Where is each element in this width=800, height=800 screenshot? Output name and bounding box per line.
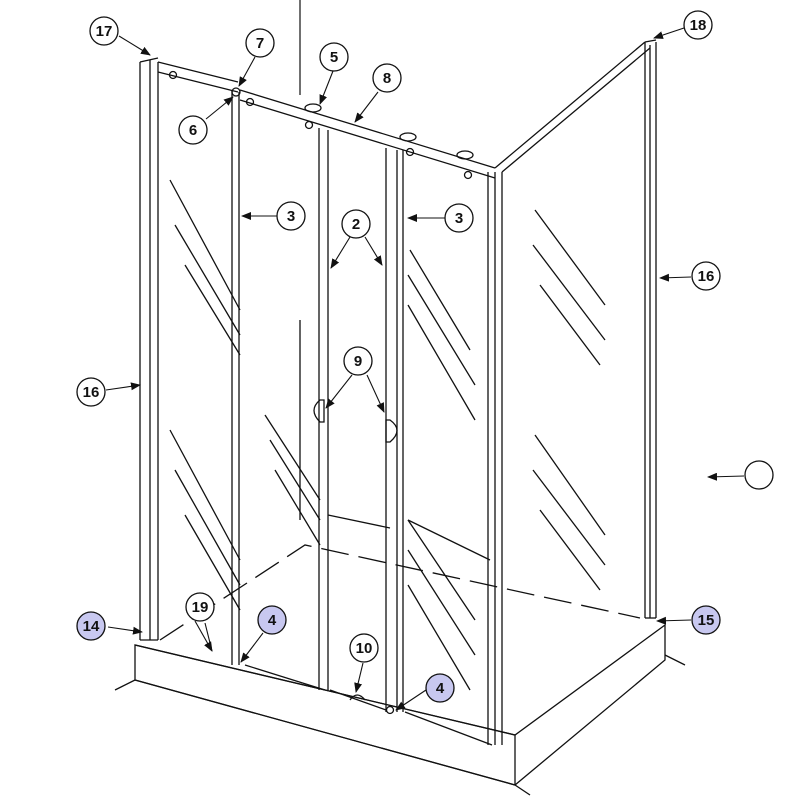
callout-16b: 16 — [691, 261, 721, 291]
leader-blank — [707, 472, 745, 481]
callout-label: 4 — [436, 680, 445, 697]
callout-7: 7 — [245, 28, 275, 58]
callout--blank — [744, 460, 774, 490]
callout-label: 7 — [256, 35, 264, 52]
callout-circle — [76, 377, 106, 407]
callout-circle — [343, 346, 373, 376]
callout-circle — [276, 201, 306, 231]
callout-9: 9 — [343, 346, 373, 376]
callout-label: 3 — [455, 210, 463, 227]
right-sliding-door — [327, 148, 404, 715]
leader-8 — [354, 91, 379, 123]
top-rail — [239, 89, 496, 180]
callout-label: 19 — [192, 599, 209, 616]
leader-2-a — [330, 236, 351, 269]
callout-circle — [257, 605, 287, 635]
callout-label: 17 — [96, 23, 113, 40]
callout-label: 18 — [690, 17, 707, 34]
right-fixed-glass — [404, 172, 496, 746]
callout-15: 15 — [691, 605, 721, 635]
callout-circle — [444, 203, 474, 233]
leader-19-a — [194, 620, 213, 652]
callout-16a: 16 — [76, 377, 106, 407]
leader-14 — [107, 626, 143, 635]
leader-16-left — [105, 382, 141, 391]
callout-circle — [89, 16, 119, 46]
leader-19-b — [204, 622, 213, 652]
callout-14: 14 — [76, 611, 106, 641]
callout-circle — [76, 611, 106, 641]
callout-circle — [341, 209, 371, 239]
callout-circle — [178, 115, 208, 145]
leader-17 — [118, 35, 151, 56]
callout-17: 17 — [89, 16, 119, 46]
leader-5 — [319, 70, 334, 105]
leader-9-a — [325, 374, 353, 409]
callout-label: 6 — [189, 122, 197, 139]
callout-3b: 3 — [444, 203, 474, 233]
left-sliding-door — [244, 128, 329, 691]
callout-label: 9 — [354, 353, 362, 370]
callout-4b: 4 — [425, 673, 455, 703]
leader-7 — [238, 56, 256, 87]
callout-circle — [245, 28, 275, 58]
callout-4a: 4 — [257, 605, 287, 635]
callout-label: 15 — [698, 612, 715, 629]
callout-circle — [691, 261, 721, 291]
leader-10 — [354, 662, 364, 693]
callout-circle — [372, 63, 402, 93]
callout-label: 2 — [352, 216, 360, 233]
leader-4-a — [240, 632, 264, 663]
callout-circle — [349, 633, 379, 663]
callout-label: 10 — [356, 640, 373, 657]
callout-label: 4 — [268, 612, 277, 629]
callout-label: 16 — [698, 268, 715, 285]
callout-label: 3 — [287, 208, 295, 225]
callout-18: 18 — [683, 10, 713, 40]
callout-2: 2 — [341, 209, 371, 239]
leader-9-b — [366, 374, 385, 413]
callout-circle — [744, 460, 774, 490]
callout-5: 5 — [319, 42, 349, 72]
callout-10: 10 — [349, 633, 379, 663]
leader-18 — [653, 27, 685, 39]
shower-tray — [114, 544, 686, 796]
callout-8: 8 — [372, 63, 402, 93]
leader-lines — [105, 27, 745, 711]
right-side-panel — [494, 39, 657, 745]
callout-circle — [185, 592, 215, 622]
callout-circle — [425, 673, 455, 703]
callout-6: 6 — [178, 115, 208, 145]
left-side-panel — [139, 57, 239, 641]
leader-2-b — [364, 236, 383, 266]
callout-circle — [319, 42, 349, 72]
callout-circle — [683, 10, 713, 40]
callout-label: 8 — [383, 70, 391, 87]
callout-circle — [691, 605, 721, 635]
left-fixed-glass — [169, 87, 241, 665]
leader-6 — [205, 96, 234, 120]
callout-label: 14 — [83, 618, 100, 635]
callout-19: 19 — [185, 592, 215, 622]
leader-4-b — [395, 689, 427, 711]
callout-3a: 3 — [276, 201, 306, 231]
callout-label: 5 — [330, 49, 338, 66]
leader-16-right — [659, 273, 692, 282]
callout-label: 16 — [83, 384, 100, 401]
leader-15 — [656, 616, 692, 625]
